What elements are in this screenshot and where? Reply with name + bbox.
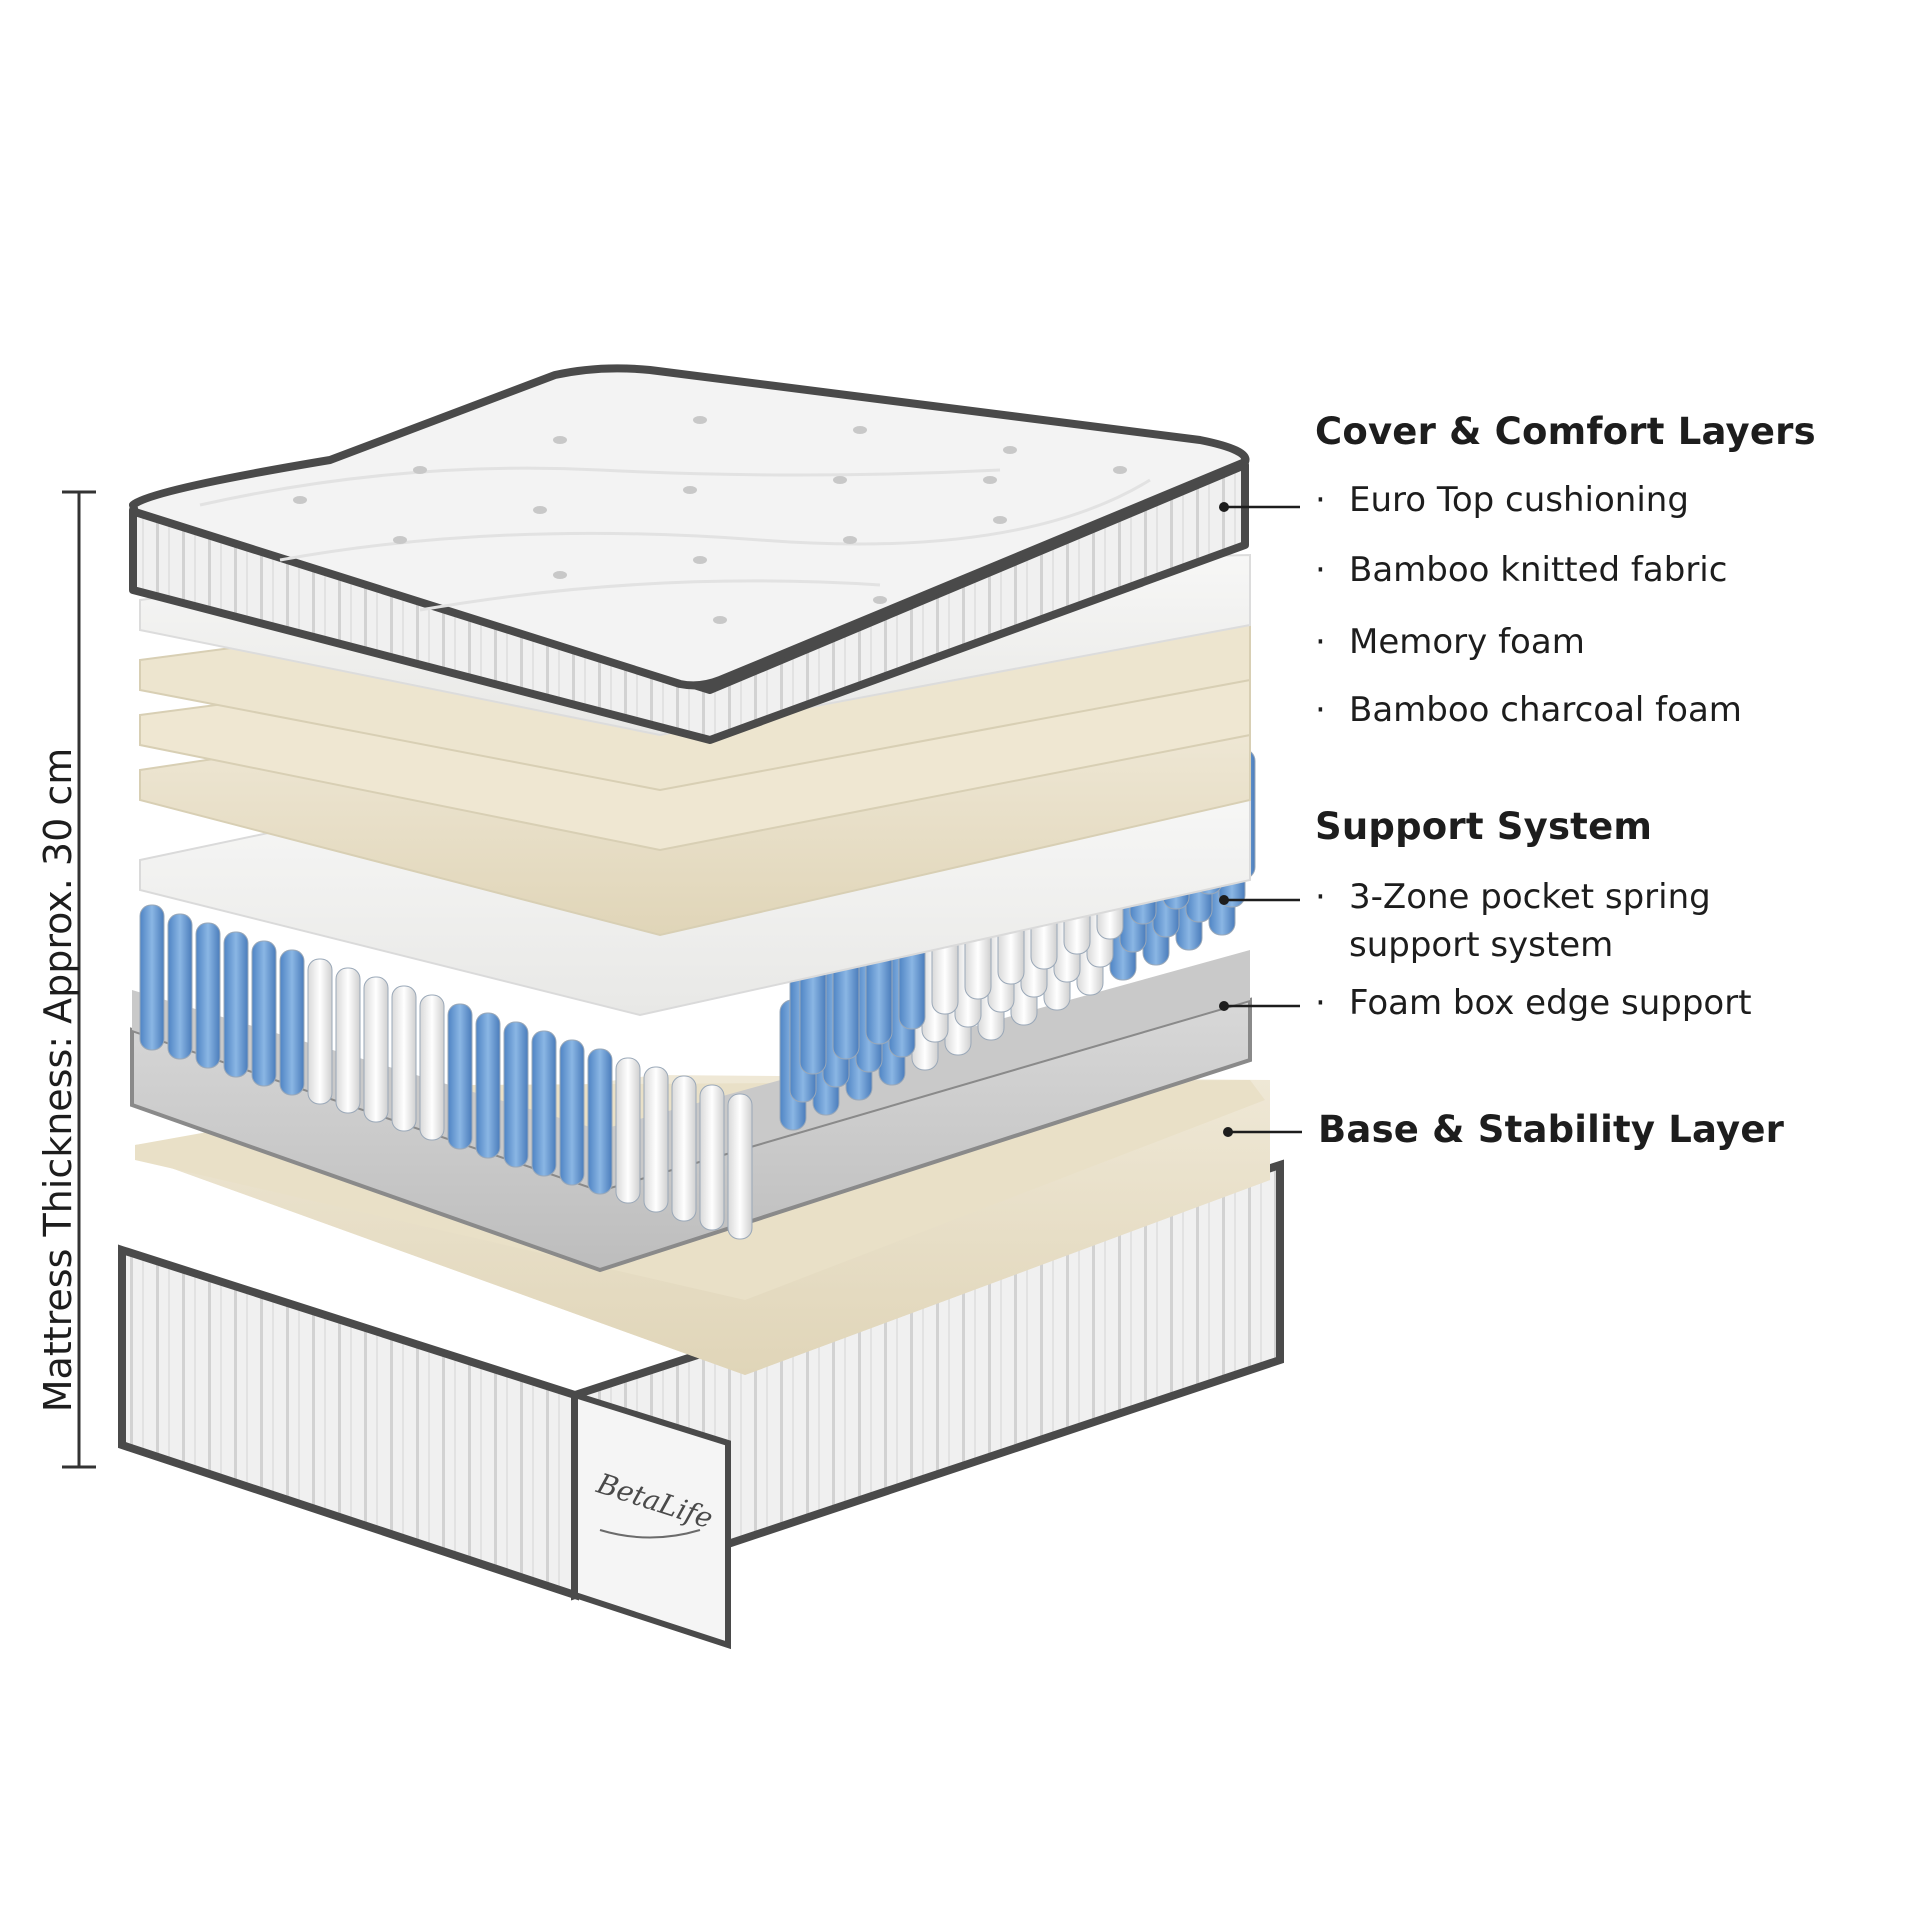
pocket-spring bbox=[475, 1012, 501, 1159]
pocket-spring bbox=[139, 904, 165, 1051]
list-item: ·Euro Top cushioning bbox=[1315, 480, 1689, 520]
thickness-label: Mattress Thickness: Approx. 30 cm bbox=[36, 747, 80, 1413]
quilt-tuft bbox=[553, 436, 567, 444]
quilt-tuft bbox=[833, 476, 847, 484]
quilt-tuft bbox=[983, 476, 997, 484]
list-item: ·Bamboo charcoal foam bbox=[1315, 690, 1742, 730]
quilt-tuft bbox=[393, 536, 407, 544]
quilt-tuft bbox=[413, 466, 427, 474]
pocket-spring bbox=[503, 1021, 529, 1168]
section-title-base-stability: Base & Stability Layer bbox=[1318, 1108, 1785, 1151]
pocket-spring bbox=[419, 994, 445, 1141]
pocket-spring bbox=[279, 949, 305, 1096]
list-item-continuation: support system bbox=[1349, 925, 1614, 965]
pocket-spring bbox=[531, 1030, 557, 1177]
quilt-tuft bbox=[553, 571, 567, 579]
pocket-spring bbox=[223, 931, 249, 1078]
pocket-spring bbox=[195, 922, 221, 1069]
list-item: ·Memory foam bbox=[1315, 622, 1585, 662]
pocket-spring bbox=[643, 1066, 669, 1213]
quilt-tuft bbox=[693, 556, 707, 564]
quilt-tuft bbox=[873, 596, 887, 604]
quilt-tuft bbox=[1003, 446, 1017, 454]
euro-top-cover bbox=[129, 364, 1250, 744]
pocket-spring bbox=[335, 967, 361, 1114]
pocket-spring bbox=[447, 1003, 473, 1150]
quilt-tuft bbox=[713, 616, 727, 624]
pocket-spring bbox=[699, 1084, 725, 1231]
pocket-spring bbox=[727, 1093, 753, 1240]
quilt-tuft bbox=[533, 506, 547, 514]
quilt-tuft bbox=[693, 416, 707, 424]
quilt-tuft bbox=[683, 486, 697, 494]
section-title-cover-comfort: Cover & Comfort Layers bbox=[1315, 410, 1816, 453]
pocket-spring bbox=[615, 1057, 641, 1204]
leader-lines bbox=[1219, 502, 1302, 1137]
quilt-tuft bbox=[1113, 466, 1127, 474]
list-item: ·Bamboo knitted fabric bbox=[1315, 550, 1728, 590]
pocket-spring bbox=[391, 985, 417, 1132]
list-item: ·3-Zone pocket spring bbox=[1315, 877, 1711, 917]
quilt-tuft bbox=[293, 496, 307, 504]
pocket-spring bbox=[167, 913, 193, 1060]
pocket-spring bbox=[307, 958, 333, 1105]
pocket-spring bbox=[559, 1039, 585, 1186]
quilt-tuft bbox=[843, 536, 857, 544]
list-item: ·Foam box edge support bbox=[1315, 983, 1752, 1023]
pocket-spring bbox=[363, 976, 389, 1123]
section-title-support-system: Support System bbox=[1315, 805, 1653, 848]
quilt-tuft bbox=[853, 426, 867, 434]
thickness-dimension-line bbox=[62, 490, 96, 1469]
quilt-tuft bbox=[993, 516, 1007, 524]
pocket-spring bbox=[671, 1075, 697, 1222]
pocket-spring bbox=[251, 940, 277, 1087]
pocket-spring bbox=[587, 1048, 613, 1195]
